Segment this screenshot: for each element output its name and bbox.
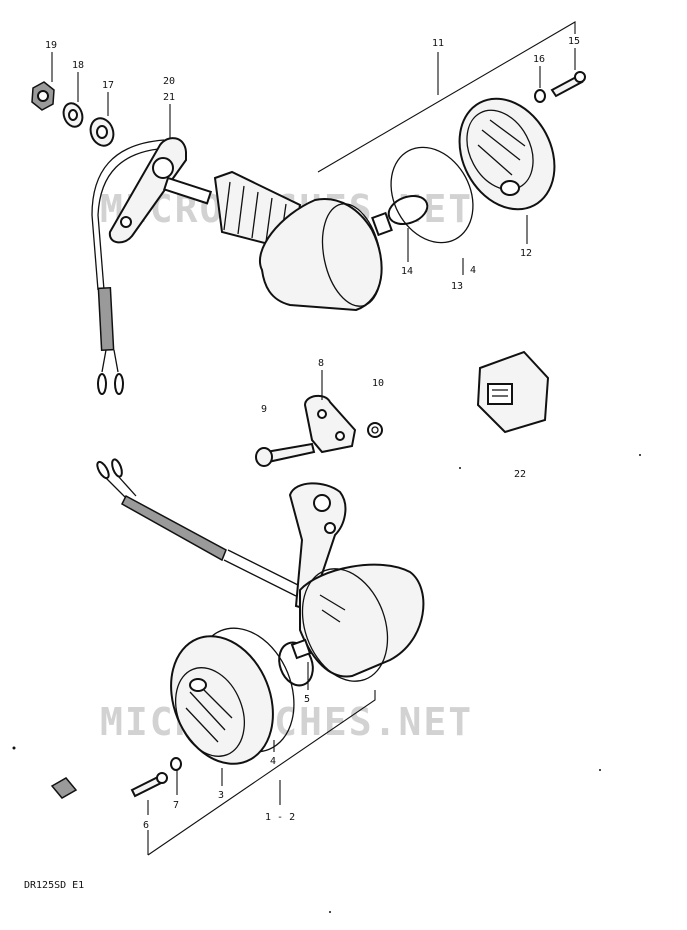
lower-wire [223, 549, 301, 597]
bolt-9-head [255, 447, 273, 467]
label-11: 11 [432, 38, 444, 49]
label-20: 20 [163, 76, 175, 87]
nut-10-hole [371, 426, 379, 434]
upper-wire-b [91, 139, 165, 291]
label-5: 5 [304, 694, 310, 705]
label-4b: 4 [470, 265, 476, 276]
upper-housing-rim [321, 203, 383, 307]
relay-22-connector [487, 383, 513, 405]
upper-screw-head [574, 71, 586, 83]
upper-wire [97, 147, 171, 291]
wire-connector [50, 777, 78, 799]
label-19: 19 [45, 40, 57, 51]
lower-lens-inner [175, 667, 245, 757]
upper-bulb-glass [387, 194, 429, 226]
upper-terminal-1 [97, 373, 107, 395]
label-21: 21 [163, 92, 175, 103]
label-13: 13 [451, 281, 463, 292]
upper-gasket [390, 146, 474, 244]
upper-housing [259, 198, 383, 312]
lock-washer-18-hole [68, 109, 78, 121]
label-16: 16 [533, 54, 545, 65]
upper-stem [163, 176, 213, 205]
lower-wire-ends [105, 475, 137, 501]
lower-bracket-hole [313, 494, 331, 512]
nut-19-hole [37, 90, 49, 102]
lower-housing-rim [301, 568, 389, 682]
lower-bracket-hole-2 [324, 522, 336, 534]
lower-lens-screw-boss [189, 678, 207, 692]
label-15: 15 [568, 36, 580, 47]
leader-11 [317, 21, 576, 173]
leader-1-2 [147, 690, 376, 856]
label-12: 12 [520, 248, 532, 259]
nut-10 [367, 422, 383, 438]
label-22: 22 [514, 469, 526, 480]
lower-screw-head [156, 772, 168, 784]
upper-terminal-2 [114, 373, 124, 395]
lower-terminal-2 [111, 458, 123, 478]
upper-bulb-base [371, 211, 393, 237]
label-7: 7 [173, 800, 179, 811]
upper-bracket-hole-2 [120, 216, 132, 228]
label-9: 9 [261, 404, 267, 415]
bracket-8-hole-1 [317, 409, 327, 419]
label-14: 14 [401, 266, 413, 277]
bolt-9-shaft [264, 442, 316, 464]
upper-washer [534, 89, 546, 103]
upper-wire-ends [101, 349, 119, 373]
specks [12, 454, 641, 913]
lower-wire-sleeve [121, 494, 227, 562]
label-10: 10 [372, 378, 384, 389]
lower-housing [299, 563, 425, 678]
label-8: 8 [318, 358, 324, 369]
lower-washer [170, 757, 182, 771]
lower-mount-bracket [288, 482, 347, 612]
upper-bracket-hole [152, 157, 174, 179]
upper-lens-pattern [477, 119, 526, 176]
lower-bulb-base [290, 638, 312, 660]
lower-terminal-1 [96, 460, 110, 480]
watermark-lower: MICROFICHES.NET [100, 700, 473, 744]
upper-wire-sleeve [97, 286, 115, 352]
diagram-code: DR125SD E1 [24, 880, 84, 891]
bracket-8-hole-2 [335, 431, 345, 441]
label-3: 3 [218, 790, 224, 801]
upper-lens-screw-boss [500, 180, 520, 196]
lower-turn-signal [50, 458, 425, 799]
label-4: 4 [270, 756, 276, 767]
lower-housing-detail [319, 594, 346, 623]
mid-parts [255, 350, 550, 467]
label-1-2: 1 - 2 [265, 812, 295, 823]
leader-lines [51, 21, 576, 856]
relay-22-pins [492, 389, 508, 397]
part-labels: 11 15 16 12 13 4 14 19 18 17 20 21 8 10 … [45, 36, 580, 831]
label-18: 18 [72, 60, 84, 71]
washer-17-hole [96, 125, 108, 139]
upper-turn-signal [31, 71, 586, 395]
label-17: 17 [102, 80, 114, 91]
upper-lens [458, 97, 556, 211]
upper-rubber-ribs [223, 181, 287, 247]
label-6: 6 [143, 820, 149, 831]
